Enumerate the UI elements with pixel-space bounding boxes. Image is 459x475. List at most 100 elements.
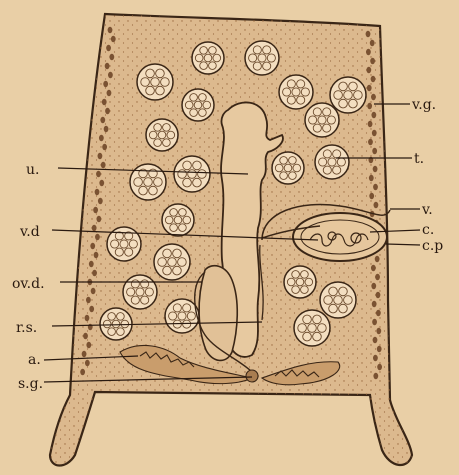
vitelline-dot xyxy=(105,63,110,69)
vitelline-dot xyxy=(375,274,380,280)
testis-follicle xyxy=(182,89,214,121)
vitelline-dot xyxy=(94,252,99,258)
vitelline-dot xyxy=(109,54,114,60)
label-vitelline-glands: v.g. xyxy=(411,97,436,113)
vitelline-dot xyxy=(102,144,107,150)
vitelline-dot xyxy=(108,27,113,33)
vitelline-dot xyxy=(369,175,374,181)
vitelline-dot xyxy=(367,85,372,91)
testis-follicle xyxy=(174,156,210,192)
vitelline-dot xyxy=(371,94,376,100)
vitelline-dot xyxy=(371,76,376,82)
vitelline-dot xyxy=(98,198,103,204)
vitelline-dot xyxy=(108,72,113,78)
testis-follicle xyxy=(305,103,339,137)
vitelline-dot xyxy=(373,337,378,343)
testis-follicle xyxy=(279,75,313,109)
label-vagina: v. xyxy=(421,202,433,218)
testis-follicle xyxy=(137,64,173,100)
vitelline-dot xyxy=(92,270,97,276)
vitelline-dot xyxy=(82,351,87,357)
vitelline-dot xyxy=(106,45,111,51)
label-uterus: u. xyxy=(26,162,39,178)
vitelline-dot xyxy=(111,36,116,42)
vitelline-dot xyxy=(370,58,375,64)
vitelline-dot xyxy=(376,292,381,298)
vitelline-dot xyxy=(372,148,377,154)
vitelline-dot xyxy=(104,126,109,132)
vitelline-dot xyxy=(375,256,380,262)
vitelline-dot xyxy=(371,112,376,118)
vitelline-dot xyxy=(368,121,373,127)
vitelline-dot xyxy=(91,288,96,294)
label-cirrus-pouch: c.p xyxy=(422,238,443,254)
vitelline-dot xyxy=(366,31,371,37)
label-vas-deferens: v.d xyxy=(19,224,40,240)
vitelline-dot xyxy=(98,153,103,159)
leader-cp xyxy=(386,244,420,245)
testis-follicle xyxy=(165,299,199,333)
vitelline-dot xyxy=(372,301,377,307)
testis-follicle xyxy=(284,266,316,298)
vitelline-dot xyxy=(96,171,101,177)
vitelline-dot xyxy=(85,315,90,321)
vitelline-dot xyxy=(371,283,376,289)
testis-follicle xyxy=(123,275,157,309)
testis-follicle xyxy=(315,145,349,179)
vitelline-dot xyxy=(89,261,94,267)
vitelline-dot xyxy=(99,135,104,141)
vitelline-dot xyxy=(96,216,101,222)
vitelline-dot xyxy=(86,297,91,303)
vitelline-dot xyxy=(90,243,95,249)
vitelline-dot xyxy=(95,234,100,240)
vitelline-dot xyxy=(92,225,97,231)
vitelline-dot xyxy=(377,346,382,352)
vitelline-dot xyxy=(99,180,104,186)
vitelline-dot xyxy=(368,139,373,145)
testis-follicle xyxy=(320,282,356,318)
vitelline-dot xyxy=(374,202,379,208)
testis-follicle xyxy=(146,119,178,151)
vitelline-dot xyxy=(373,166,378,172)
vitelline-dot xyxy=(100,117,105,123)
testis-follicle xyxy=(245,41,279,75)
vitelline-dot xyxy=(85,360,90,366)
label-receptaculum-seminis: r.s. xyxy=(16,320,37,336)
vitelline-dot xyxy=(373,355,378,361)
vitelline-dot xyxy=(370,40,375,46)
testis-follicle xyxy=(162,204,194,236)
label-cirrus: c. xyxy=(422,222,434,238)
label-shell-gland: s.g. xyxy=(18,376,43,392)
vitelline-dot xyxy=(80,369,85,375)
receptaculum-seminis xyxy=(199,266,237,361)
label-ovary: a. xyxy=(28,352,41,368)
label-testes: t. xyxy=(414,151,424,167)
testis-follicle xyxy=(192,42,224,74)
vitelline-dot xyxy=(89,306,94,312)
vitelline-dot xyxy=(376,328,381,334)
vitelline-dot xyxy=(366,49,371,55)
vitelline-dot xyxy=(107,90,112,96)
vitelline-dot xyxy=(95,189,100,195)
vitelline-dot xyxy=(373,373,378,379)
vitelline-dot xyxy=(93,207,98,213)
testis-follicle xyxy=(330,77,366,113)
testis-follicle xyxy=(272,152,304,184)
vitelline-dot xyxy=(366,67,371,73)
vitelline-dot xyxy=(105,108,110,114)
testis-follicle xyxy=(294,310,330,346)
vitelline-dot xyxy=(102,99,107,105)
testis-follicle xyxy=(130,164,166,200)
vitelline-dot xyxy=(367,103,372,109)
label-oviduct: ov.d. xyxy=(12,276,45,292)
vitelline-dot xyxy=(103,81,108,87)
testis-follicle xyxy=(154,244,190,280)
vitelline-dot xyxy=(372,319,377,325)
vitelline-dot xyxy=(369,193,374,199)
vitelline-dot xyxy=(372,130,377,136)
vitelline-dot xyxy=(101,162,106,168)
vitelline-dot xyxy=(371,265,376,271)
vitelline-dot xyxy=(376,310,381,316)
